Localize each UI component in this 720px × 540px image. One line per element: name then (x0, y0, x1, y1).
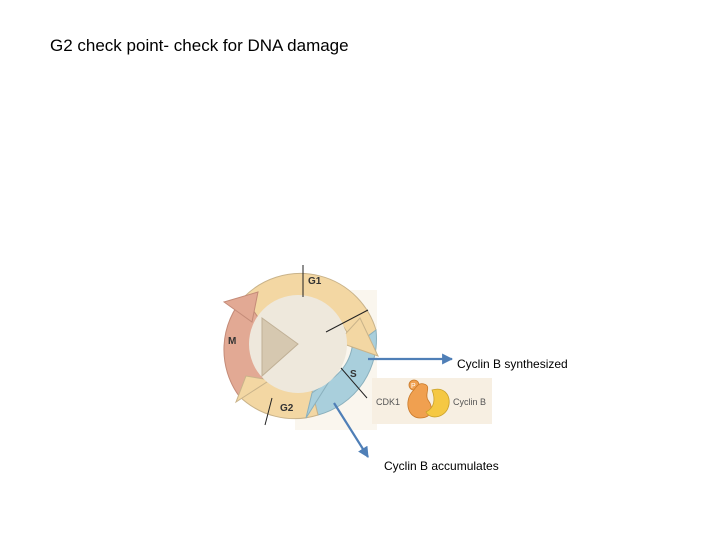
g2-arrowhead (234, 375, 272, 404)
cdk1-shape (407, 383, 432, 419)
phase-label-g2: G2 (280, 403, 294, 414)
mitosis-wedge (261, 317, 299, 378)
m-arrowhead (222, 291, 259, 323)
s-band (310, 329, 377, 416)
checkpoint-gs (325, 309, 369, 333)
slide-title: G2 check point- check for DNA damage (50, 36, 349, 55)
phospho-label: P (411, 383, 416, 390)
checkpoint-s (340, 367, 368, 399)
cyclin-b-accumulates-label: Cyclin B accumulates (384, 459, 499, 473)
phase-label-m: M (228, 336, 236, 347)
cdk1-label: CDK1 (376, 397, 400, 407)
arrow-accumulates (333, 402, 369, 458)
cyclin-b-label: Cyclin B (453, 397, 486, 407)
cyclin-b-shape (425, 388, 450, 418)
checkpoint-g2 (264, 397, 273, 426)
g1-arrowhead (337, 317, 379, 357)
phase-label-g1: G1 (308, 276, 322, 287)
phase-label-s: S (350, 369, 357, 380)
cyclin-b-synthesized-label: Cyclin B synthesized (457, 357, 568, 371)
